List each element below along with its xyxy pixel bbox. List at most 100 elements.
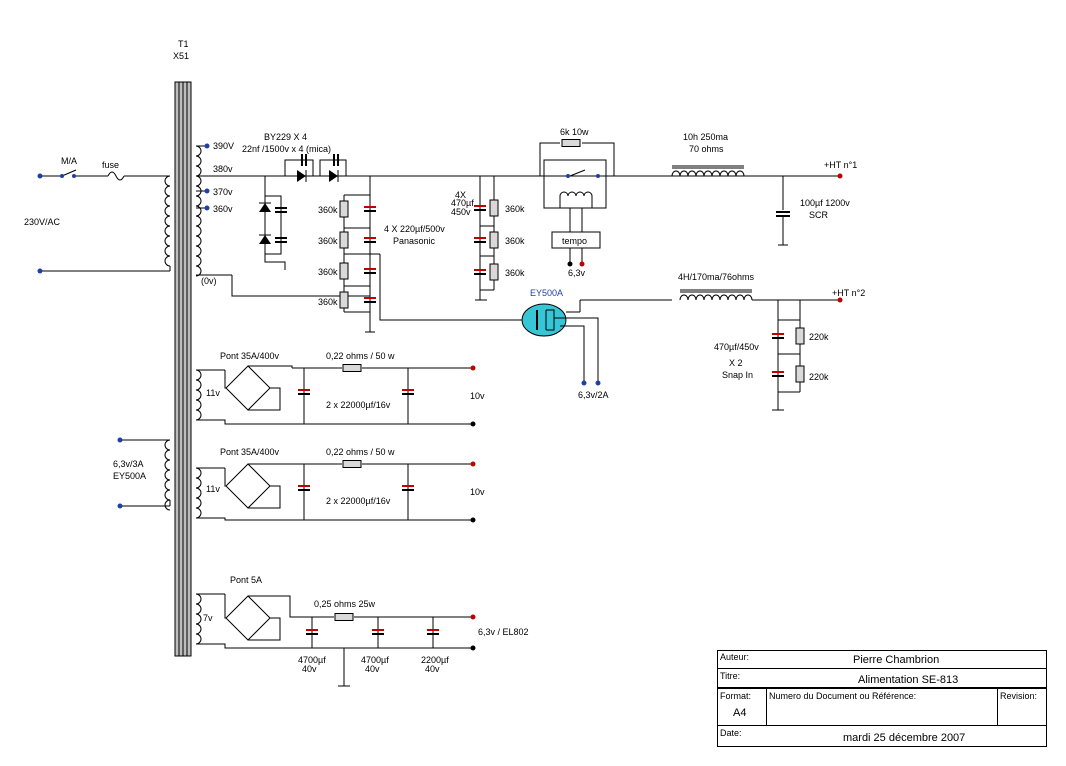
filter-cap-ladder — [343, 176, 522, 333]
c40-label-1: 40v — [302, 664, 317, 674]
title-value: Alimentation SE-813 — [858, 674, 959, 686]
bridge35-label-1: Pont 35A/400v — [220, 351, 280, 361]
tap-370-label: 370v — [213, 187, 233, 197]
tap-0-label: (0v) — [201, 276, 217, 286]
relay-contact-b — [596, 174, 600, 178]
lv-supply-3 — [195, 593, 472, 687]
resistor-360k-6 — [489, 231, 499, 249]
relay-voltage-label: 6,3v — [568, 268, 586, 278]
date-field-label: Date: — [720, 728, 742, 738]
ht1-terminal — [837, 173, 843, 179]
r022-label-2: 0,22 ohms / 50 w — [326, 447, 395, 457]
r022-label-1: 0,22 ohms / 50 w — [326, 351, 395, 361]
mains-label: 230V/AC — [24, 217, 61, 227]
mains-terminal-2 — [37, 268, 43, 274]
relay-supply-pos — [579, 261, 585, 267]
out63-neg — [470, 645, 476, 651]
ey-heater-sec-a — [117, 437, 123, 443]
tap-370-terminal — [204, 188, 210, 194]
r025-label: 0,25 ohms 25w — [314, 599, 376, 609]
resistor-6k — [561, 139, 581, 147]
tap-390-terminal — [204, 143, 210, 149]
resistor-025 — [334, 613, 354, 621]
c2200-label: 2200µf — [421, 655, 449, 665]
resistor-360k-4 — [339, 291, 349, 309]
cap-scr-type: SCR — [809, 210, 829, 220]
tap-360-terminal — [204, 205, 210, 211]
caps-220-label: 4 X 220µf/500v — [384, 224, 445, 234]
relay-contact-a — [566, 174, 570, 178]
tap-390-label: 390V — [213, 141, 234, 151]
out63-label: 6,3v / EL802 — [478, 627, 529, 637]
bridge5-label: Pont 5A — [230, 575, 262, 585]
cap-scr-value: 100µf 1200v — [800, 198, 850, 208]
r360-label-6: 360k — [505, 236, 525, 246]
heater-sec-rating: 6,3v/3A — [113, 459, 144, 469]
resistor-360k-3 — [339, 262, 349, 280]
out10-1-pos — [470, 365, 476, 371]
date-value: mardi 25 décembre 2007 — [843, 732, 966, 744]
out10-1-neg — [470, 421, 476, 427]
out10-label-1: 10v — [470, 391, 485, 401]
r360-label-1: 360k — [318, 205, 338, 215]
resistor-022-1 — [342, 364, 362, 372]
format-field-label: Format: — [720, 691, 752, 701]
resistor-220k-2 — [795, 365, 805, 383]
ht2-label: +HT n°2 — [832, 288, 865, 298]
panasonic-label: Panasonic — [393, 236, 436, 246]
r360-label-4: 360k — [318, 297, 338, 307]
r220-label-1: 220k — [809, 332, 829, 342]
c40-label-3: 40v — [425, 664, 440, 674]
rectifier-diode-bridge — [259, 154, 347, 270]
title-field-label: Titre: — [720, 671, 741, 681]
heater-sec-tube: EY500A — [113, 471, 146, 481]
c4700-label-1: 4700µf — [298, 655, 326, 665]
revision-cell — [997, 688, 1047, 726]
out10-2-pos — [470, 461, 476, 467]
ey500a-label: EY500A — [530, 288, 563, 298]
choke-2 — [679, 294, 753, 301]
switch-contact-b — [72, 174, 76, 178]
tempo-label: tempo — [562, 236, 587, 246]
caps-snap-value: 470µf/450v — [714, 342, 759, 352]
docnum-field-label: Numero du Document ou Référence: — [769, 691, 917, 701]
resistor-022-2 — [342, 460, 362, 468]
c4700-label-2: 4700µf — [361, 655, 389, 665]
rectifier-caps-label: 22nf /1500v x 4 (mica) — [242, 144, 331, 154]
resistor-360k-2 — [339, 231, 349, 249]
caps22000-label-1: 2 x 22000µf/16v — [326, 400, 391, 410]
choke2-label: 4H/170ma/76ohms — [678, 272, 755, 282]
tap-380-label: 380v — [213, 164, 233, 174]
r6k-label: 6k 10w — [560, 127, 589, 137]
r360-label-7: 360k — [505, 268, 525, 278]
author-field-label: Auteur: — [720, 652, 750, 662]
lv-supply-2 — [195, 463, 472, 521]
title-row — [717, 668, 1047, 688]
sec11-label-1: 11v — [206, 388, 220, 398]
format-value: A4 — [733, 707, 747, 719]
mains-terminal-1 — [37, 173, 43, 179]
sec11-label-2: 11v — [206, 484, 220, 494]
transformer-ref: T1 — [178, 39, 189, 49]
fuse-label: fuse — [102, 160, 119, 170]
sec7-label: 7v — [203, 613, 213, 623]
resistor-360k-1 — [339, 200, 349, 218]
switch-contact-a — [60, 174, 64, 178]
rectifier-label: BY229 X 4 — [264, 132, 307, 142]
ey-heater-label: 6,3v/2A — [578, 390, 609, 400]
resistor-360k-5 — [489, 199, 499, 217]
ht2-terminal — [837, 297, 843, 303]
revision-field-label: Revision: — [1000, 691, 1038, 701]
out10-label-2: 10v — [470, 487, 485, 497]
out10-2-neg — [470, 517, 476, 523]
caps-snap-count: X 2 — [729, 358, 743, 368]
ey-heater-terminal-a — [581, 380, 587, 386]
bridge35-label-2: Pont 35A/400v — [220, 447, 280, 457]
r220-label-2: 220k — [809, 372, 829, 382]
tap-360-label: 360v — [213, 204, 233, 214]
switch-label: M/A — [61, 156, 77, 166]
tempo-relay-block — [539, 142, 615, 263]
resistor-360k-7 — [489, 263, 499, 281]
lv-supply-1 — [195, 365, 472, 425]
